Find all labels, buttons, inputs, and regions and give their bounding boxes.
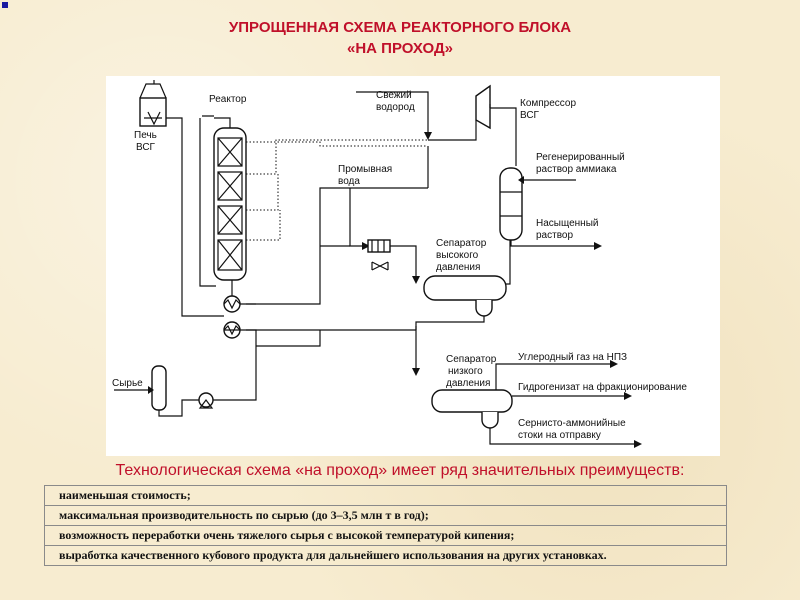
sour-water-label-1: Сернисто-аммонийные (518, 418, 626, 429)
regenerated-ammonia-label-1: Регенерированный (536, 152, 625, 163)
heat-exchanger-1 (223, 295, 241, 313)
amine-absorber (499, 167, 523, 241)
hc-gas-line (495, 363, 612, 390)
table-row: возможность переработки очень тяжелого с… (44, 525, 727, 546)
compressor-label-2: ВСГ (520, 110, 540, 121)
sour-water-line (489, 428, 636, 445)
saturated-solution-label-2: раствор (536, 230, 573, 241)
pump-to-exchanger-line (213, 329, 257, 401)
advantages-table: наименьшая стоимость; максимальная произ… (44, 485, 727, 566)
wash-water-label-1: Промывная (338, 164, 392, 175)
lp-separator (431, 389, 513, 413)
cooler-to-hp-line (390, 245, 417, 280)
sour-water-label-2: стоки на отправку (518, 430, 601, 441)
furnace-to-reactor-line (199, 118, 216, 287)
fresh-hydrogen-line (356, 91, 429, 134)
saturated-solution-label-1: Насыщенный (536, 218, 598, 229)
quench-line-2 (246, 139, 428, 175)
page-subtitle: «НА ПРОХОД» (347, 40, 453, 57)
hp-gas-to-absorber (506, 240, 511, 285)
lp-separator-label-3: давления (446, 378, 490, 389)
page-title: УПРОЩЕННАЯ СХЕМА РЕАКТОРНОГО БЛОКА (228, 19, 572, 36)
hp-separator-boot (475, 300, 493, 317)
table-row: максимальная производительность по сырью… (44, 505, 727, 526)
wash-water-label-2: вода (338, 176, 360, 187)
reactor-body (213, 127, 247, 281)
advantage-item: выработка качественного кубового продукт… (44, 545, 727, 566)
advantage-item: наименьшая стоимость; (44, 485, 727, 506)
feed-label: Сырье (112, 378, 143, 389)
compressor-label-1: Компрессор (520, 98, 576, 109)
fresh-hydrogen-label-1: Свежий (376, 90, 412, 101)
hydrogenate-label: Гидрогенизат на фракционирование (518, 381, 687, 393)
hp-separator-label-2: высокого (436, 250, 479, 261)
compressor-to-absorber (490, 107, 517, 166)
reactor (213, 127, 247, 281)
quench-line-4 (246, 210, 281, 241)
hp-separator (423, 275, 507, 301)
wash-water-line (349, 188, 366, 247)
quench-line-3 (246, 174, 279, 211)
lp-separator-boot (481, 412, 499, 429)
flow-scheme-svg: Печь ВСГ Реактор Свеж (112, 80, 687, 448)
furnace-outlet-line (166, 117, 224, 317)
saturated-solution-line (510, 240, 596, 247)
regenerated-ammonia-label-2: раствор аммиака (536, 164, 617, 175)
quench-line-1 (246, 141, 426, 147)
furnace-label-2: ВСГ (136, 142, 156, 153)
furnace (139, 83, 167, 127)
furnace-stack (139, 83, 167, 99)
lp-separator-label-2: низкого (448, 366, 483, 377)
process-diagram: Печь ВСГ Реактор Свеж (106, 76, 720, 456)
feed-tank (151, 365, 167, 411)
table-row: наименьшая стоимость; (44, 485, 727, 506)
hp-separator-label-1: Сепаратор (436, 238, 487, 249)
hp-liquid-to-lp (415, 316, 485, 372)
furnace-label-1: Печь (134, 130, 157, 141)
lp-separator-label-1: Сепаратор (446, 354, 497, 365)
reactor-label: Реактор (209, 94, 247, 105)
furnace-coil (144, 111, 162, 126)
feed-to-pump-line (158, 399, 200, 417)
air-cooler (367, 239, 391, 253)
advantage-item: максимальная производительность по сырью… (44, 505, 727, 526)
cooler-fan (371, 261, 389, 271)
corner-marker (2, 2, 8, 8)
hp-separator-label-3: давления (436, 262, 480, 273)
compressor (475, 84, 491, 130)
advantages-intro: Технологическая схема «на проход» имеет … (115, 462, 685, 479)
fresh-hydrogen-label-2: водород (376, 102, 415, 113)
compressor-suction (428, 120, 477, 141)
table-row: выработка качественного кубового продукт… (44, 545, 727, 566)
advantage-item: возможность переработки очень тяжелого с… (44, 525, 727, 546)
hc-gas-label: Углеродный газ на НПЗ (518, 352, 627, 363)
